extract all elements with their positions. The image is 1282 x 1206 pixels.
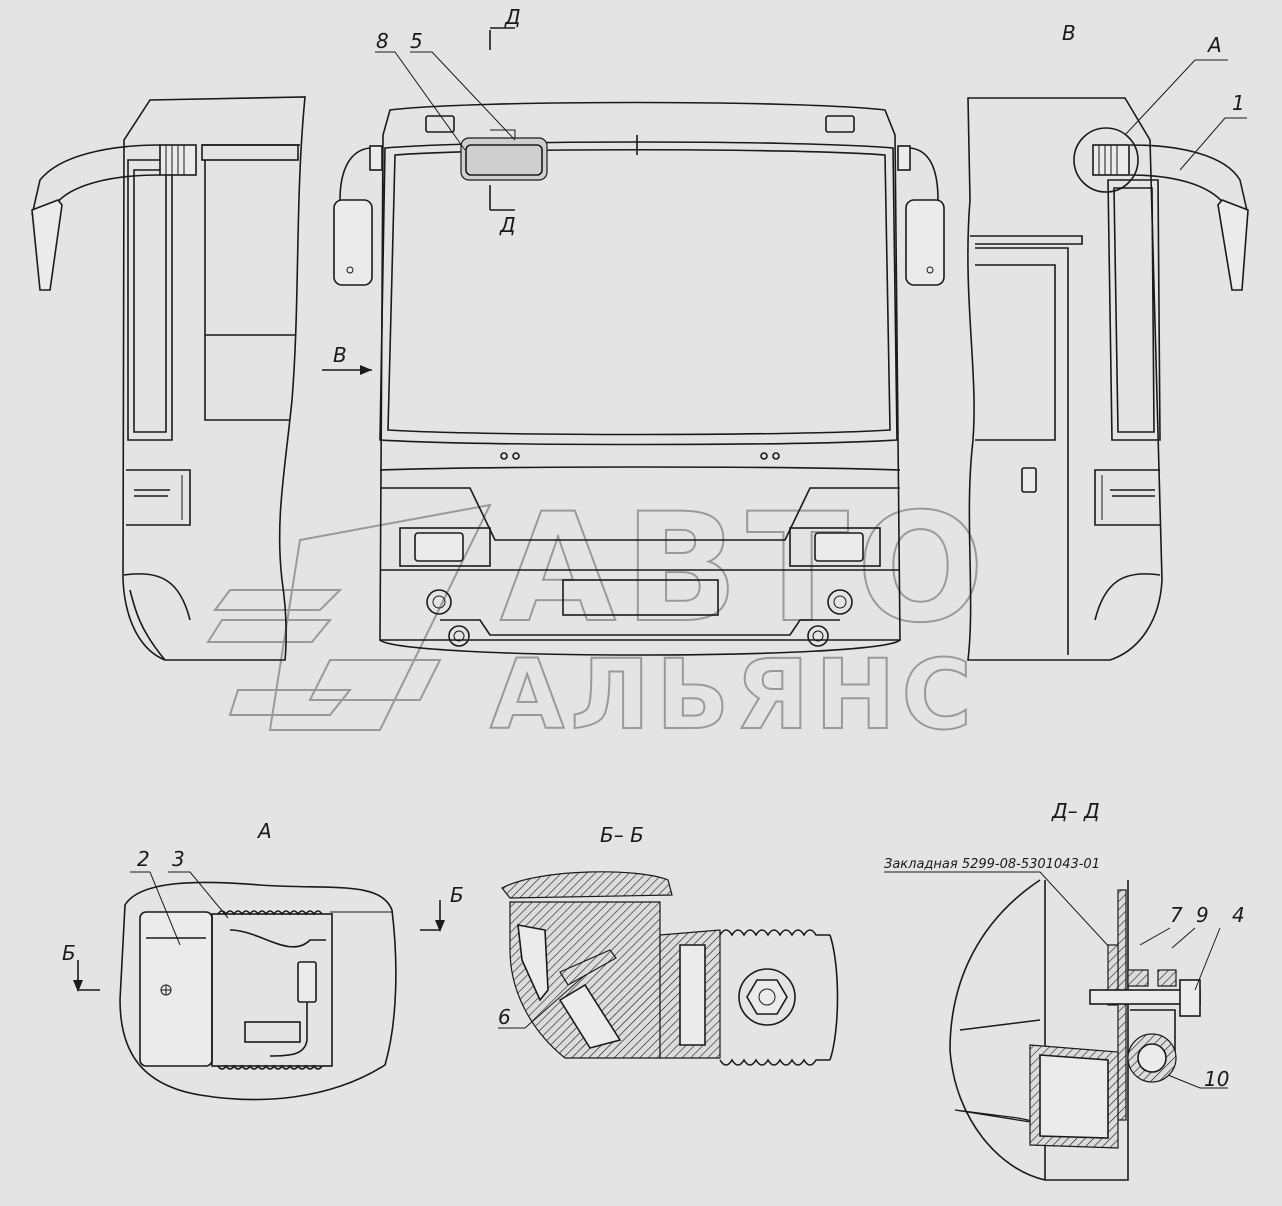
section-dd-callout-9: 9 — [1196, 903, 1209, 927]
section-dd-title: Д– Д — [1051, 799, 1100, 823]
detail-a-title: А — [256, 819, 272, 843]
view-v-arrow: В — [322, 343, 372, 375]
right-side-view: В А 1 — [967, 21, 1249, 661]
callout-1: 1 — [1232, 91, 1245, 115]
watermark-line1: АВТО — [500, 482, 992, 656]
section-dd-note: Закладная 5299-08-5301043-01 — [884, 857, 1100, 872]
section-dd-callout-4: 4 — [1232, 903, 1245, 927]
section-d-bottom-label: Д — [499, 213, 516, 237]
front-view — [333, 101, 945, 656]
callouts-8-5: 8 5 — [375, 29, 516, 151]
watermark-logo — [206, 503, 492, 731]
section-dd-callout-10: 10 — [1204, 1067, 1229, 1091]
detail-a-callout-2: 2 — [137, 847, 150, 871]
section-bb: Б– Б 6 — [498, 823, 839, 1066]
section-bb-title: Б– Б — [600, 823, 644, 847]
detail-a-cut-right: Б — [450, 883, 464, 907]
left-side-view — [31, 96, 306, 661]
callout-a: А — [1206, 33, 1222, 57]
view-v-arrow-label: В — [333, 343, 347, 367]
section-dd-callout-7: 7 — [1170, 903, 1183, 927]
watermark: АВТО АЛЬЯНС — [206, 481, 992, 752]
section-bb-callout-6: 6 — [498, 1005, 511, 1029]
view-v-title: В — [1062, 21, 1076, 45]
section-d-top-label: Д — [504, 5, 521, 29]
detail-a-cut-left: Б — [62, 941, 76, 965]
section-dd: Д– Д Закладная 5299-08-5301043-01 7 9 4 … — [884, 799, 1245, 1181]
detail-a-callout-3: 3 — [172, 847, 185, 871]
watermark-line2: АЛЬЯНС — [490, 639, 978, 751]
detail-a: А 2 3 Б Б — [62, 819, 464, 1101]
callout-5: 5 — [410, 29, 423, 53]
section-d-marks: Д Д — [489, 5, 521, 237]
callout-8: 8 — [376, 29, 389, 53]
